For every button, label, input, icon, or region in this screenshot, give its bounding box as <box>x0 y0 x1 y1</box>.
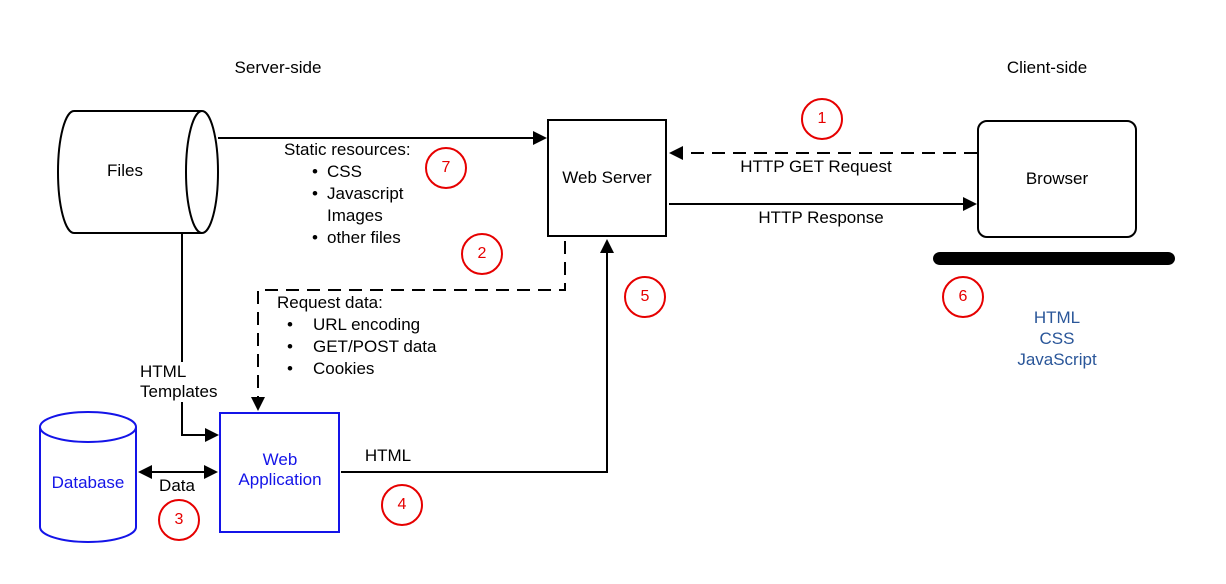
arrowhead-down-icon <box>251 397 265 411</box>
database-label: Database <box>51 473 125 492</box>
list-item: • URL encoding <box>277 314 436 336</box>
laptop-base-bar <box>933 252 1175 265</box>
list-item: • CSS <box>284 161 411 183</box>
list-item: • Images <box>327 206 383 225</box>
step-marker-7: 7 <box>425 147 467 189</box>
arrowhead-right-icon <box>963 197 977 211</box>
files-label: Files <box>107 161 143 180</box>
database-cylinder <box>39 411 137 543</box>
browser-node <box>977 120 1137 238</box>
list-item: JavaScript <box>1017 350 1097 369</box>
bullet-icon: • <box>287 315 293 334</box>
arrowhead-right-icon <box>533 131 547 145</box>
step-marker-5: 5 <box>624 276 666 318</box>
server-side-title: Server-side <box>234 58 322 77</box>
step-marker-1: 1 <box>801 98 843 140</box>
list-item: CSS <box>1039 329 1075 348</box>
connector-data <box>138 465 218 479</box>
list-item: HTML <box>1033 308 1081 327</box>
step-marker-3: 3 <box>158 499 200 541</box>
arrowhead-right-icon <box>205 428 219 442</box>
connector-html-templates <box>181 233 219 442</box>
bullet-icon: • <box>312 162 318 181</box>
request-data-title: Request data: <box>277 293 383 312</box>
connector-request-data <box>251 241 566 411</box>
arrowhead-up-icon <box>600 239 614 253</box>
html-label: HTML <box>364 446 412 465</box>
connector-static-resources <box>218 131 547 145</box>
connector-html <box>341 239 614 473</box>
bullet-icon: • <box>312 184 318 203</box>
list-item: • other files <box>284 227 411 249</box>
web-application-node <box>219 412 340 533</box>
list-item: • Javascript <box>284 183 411 205</box>
connector-http-response <box>669 197 977 211</box>
step-marker-6: 6 <box>942 276 984 318</box>
web-server-label: Web Server <box>562 168 652 187</box>
html-templates-label: HTML Templates <box>137 362 221 402</box>
arrowhead-right-icon <box>204 465 218 479</box>
step-marker-4: 4 <box>381 484 423 526</box>
client-output-list: HTML CSS JavaScript <box>1017 307 1096 370</box>
static-resources-title: Static resources: <box>284 140 411 159</box>
web-server-node <box>547 119 667 237</box>
web-application-label: Web Application <box>238 450 322 489</box>
http-get-request-label: HTTP GET Request <box>740 157 892 176</box>
request-data-list: Request data: • URL encoding • GET/POST … <box>277 292 436 380</box>
bullet-icon: • <box>287 359 293 378</box>
files-cylinder <box>57 110 219 234</box>
step-marker-2: 2 <box>461 233 503 275</box>
static-resources-list: Static resources: • CSS • Javascript • I… <box>284 139 411 249</box>
list-item: • GET/POST data <box>277 336 436 358</box>
client-side-title: Client-side <box>1006 58 1088 77</box>
browser-label: Browser <box>1025 169 1089 188</box>
bullet-icon: • <box>287 337 293 356</box>
list-item: • Cookies <box>277 358 436 380</box>
data-label: Data <box>159 476 195 495</box>
connector-http-get <box>669 146 977 160</box>
http-response-label: HTTP Response <box>758 208 884 227</box>
bullet-icon: • <box>312 228 318 247</box>
arrowhead-left-icon <box>138 465 152 479</box>
arrowhead-left-icon <box>669 146 683 160</box>
